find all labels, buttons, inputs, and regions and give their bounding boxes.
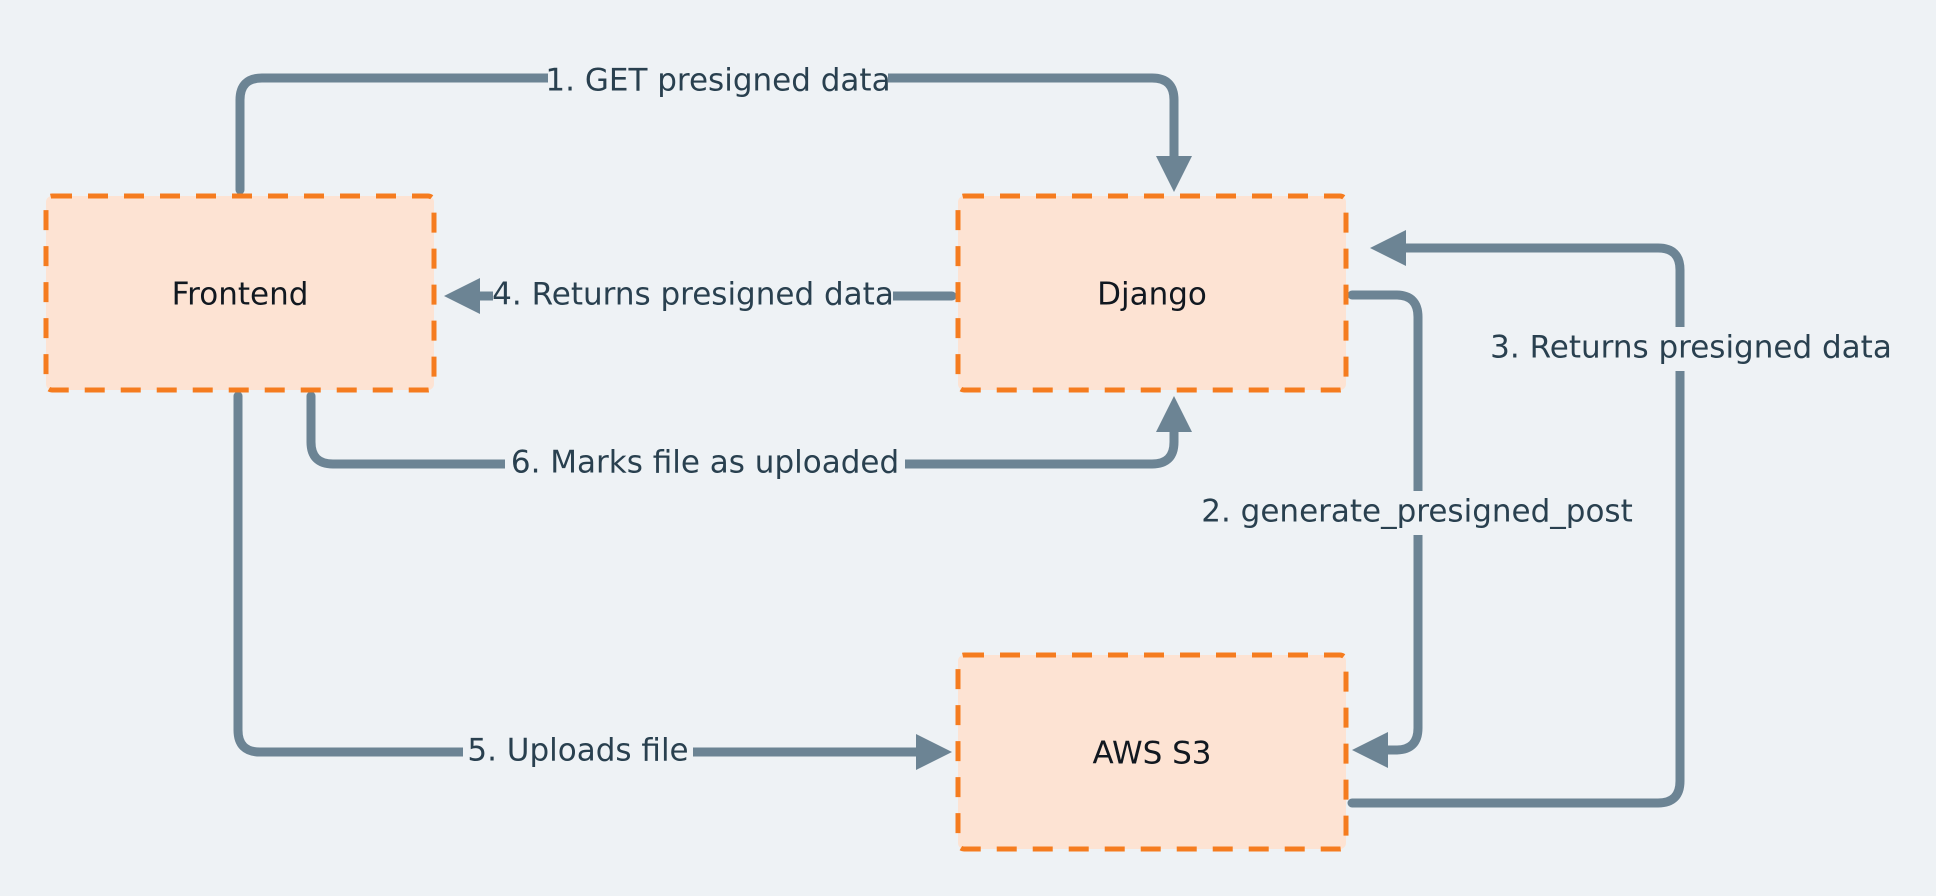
edge-1-get-presigned-data[interactable]: 1. GET presigned data	[235, 60, 1192, 195]
node-django[interactable]: Django	[955, 193, 1349, 393]
node-aws-s3[interactable]: AWS S3	[955, 652, 1349, 852]
edge-2-label: 2. generate_presigned_post	[1201, 494, 1632, 530]
node-aws-s3-box	[955, 652, 1349, 852]
edge-2-generate-presigned-post[interactable]: 2. generate_presigned_post	[1201, 290, 1633, 768]
edge-4-label: 4. Returns presigned data	[492, 277, 894, 313]
edge-5-line	[233, 391, 931, 757]
edge-3-label: 3. Returns presigned data	[1490, 330, 1892, 366]
edge-6-marks-file-as-uploaded[interactable]: 6. Marks file as uploaded	[306, 391, 1192, 486]
edge-3-arrowhead	[1370, 230, 1406, 266]
edge-6-label-backing	[505, 442, 905, 486]
edge-1-label: 1. GET presigned data	[545, 63, 890, 99]
node-django-box	[955, 193, 1349, 393]
edge-5-arrowhead	[916, 734, 952, 770]
edge-3-line	[1347, 243, 1685, 808]
node-frontend-box	[43, 193, 437, 393]
node-frontend[interactable]: Frontend	[43, 193, 437, 393]
edge-5-uploads-file[interactable]: 5. Uploads file	[233, 391, 952, 774]
edge-2-label-backing	[1202, 491, 1632, 535]
edge-6-arrowhead	[1156, 396, 1192, 432]
edge-4-returns-presigned-data[interactable]: 4. Returns presigned data	[444, 274, 957, 318]
edge-6-label: 6. Marks file as uploaded	[511, 445, 899, 481]
edge-1-label-backing	[548, 60, 888, 104]
edge-5-label-backing	[463, 730, 693, 774]
node-aws-s3-label: AWS S3	[1092, 736, 1211, 772]
edge-3-label-backing	[1491, 327, 1891, 371]
node-django-label: Django	[1097, 277, 1207, 313]
node-frontend-label: Frontend	[172, 277, 309, 313]
edge-5-label: 5. Uploads file	[467, 733, 688, 769]
edge-4-label-backing	[493, 274, 893, 318]
edge-3-returns-presigned-data[interactable]: 3. Returns presigned data	[1347, 230, 1892, 808]
edge-2-arrowhead	[1352, 732, 1388, 768]
edge-4-arrowhead	[444, 278, 480, 314]
edge-1-arrowhead	[1156, 156, 1192, 192]
